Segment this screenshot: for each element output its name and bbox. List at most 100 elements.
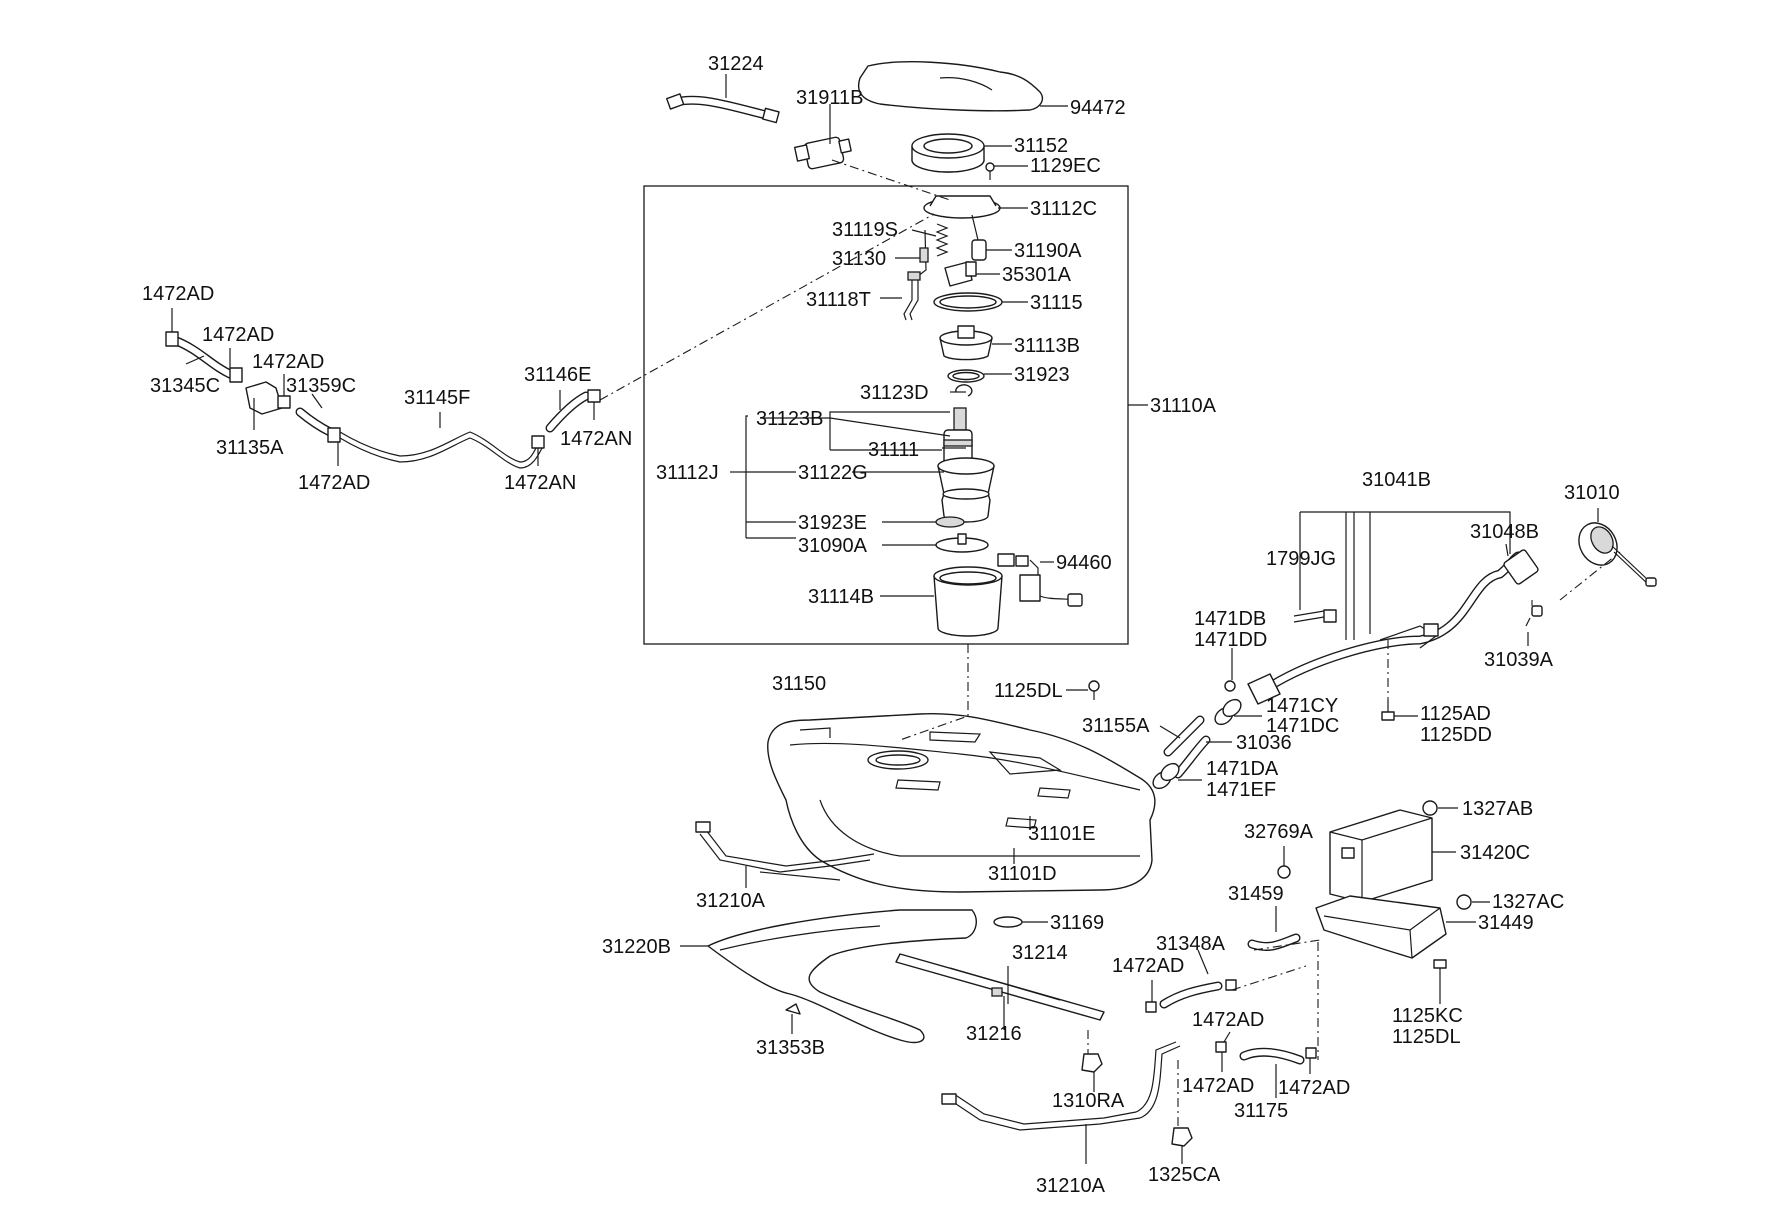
bolt-1125AD-drawing	[1381, 700, 1395, 721]
label-1125DD: 1125DD	[1420, 724, 1492, 746]
wire-31130-drawing	[917, 229, 929, 277]
label-31145F: 31145F	[404, 387, 470, 409]
label-1471DC: 1471DC	[1266, 715, 1339, 737]
label-1129EC: 1129EC	[1030, 155, 1101, 177]
label-31039A: 31039A	[1484, 649, 1554, 671]
leader-lines	[171, 74, 1599, 1164]
assembly-dash-lines	[599, 159, 1621, 1128]
label-31090A: 31090A	[798, 535, 868, 557]
label-31150: 31150	[772, 673, 826, 695]
label-31420C: 31420C	[1460, 842, 1530, 864]
strap-31210A-lower-drawing	[941, 1041, 1181, 1131]
fuel-line-31224-drawing	[666, 93, 780, 124]
fuel-tank-31150-drawing	[767, 712, 1156, 893]
flange-plate-31112C-drawing	[923, 195, 1001, 219]
label-31041B: 31041B	[1362, 469, 1431, 491]
label-1799JG: 1799JG	[1266, 548, 1336, 570]
label-35301A: 35301A	[1002, 264, 1072, 286]
sender-35301A-drawing	[944, 261, 977, 287]
bolt-1125KC-drawing	[1433, 959, 1447, 984]
label-1327AC: 1327AC	[1492, 891, 1564, 913]
label-1125AD: 1125AD	[1420, 703, 1491, 725]
bolt-31039A-drawing	[1525, 605, 1543, 627]
label-1471DA: 1471DA	[1206, 758, 1279, 780]
clamps-1471CY-1471DA-drawing	[1152, 680, 1242, 790]
bolt-1327AC-drawing	[1456, 894, 1472, 910]
nut-1310RA-drawing	[1081, 1053, 1103, 1073]
bolt-1125DL-drawing	[1088, 680, 1100, 700]
label-31449: 31449	[1478, 912, 1534, 934]
label-31459: 31459	[1228, 883, 1284, 905]
label-1325CA: 1325CA	[1148, 1164, 1221, 1186]
spacer-31216-drawing	[991, 987, 1003, 997]
label-1472AD-b: 1472AD	[202, 324, 274, 346]
label-1471CY: 1471CY	[1266, 695, 1338, 717]
reservoir-31114B-drawing	[933, 566, 1003, 637]
label-31112J: 31112J	[656, 462, 719, 484]
fuel-cap-31010-drawing	[1578, 522, 1657, 587]
clip-32769A-drawing	[1277, 865, 1291, 879]
label-31923E: 31923E	[798, 512, 867, 534]
label-31190A: 31190A	[1014, 240, 1082, 262]
label-1472AD-g: 1472AD	[1182, 1075, 1254, 1097]
label-31220B: 31220B	[602, 936, 671, 958]
bolt-1327AB-drawing	[1422, 800, 1438, 816]
label-1472AD-f: 1472AD	[1192, 1009, 1264, 1031]
label-31210A-a: 31210A	[696, 890, 766, 912]
heat-shield-31220B-drawing	[707, 909, 977, 1044]
label-31135A: 31135A	[216, 437, 284, 459]
label-31110A: 31110A	[1150, 395, 1217, 417]
hose-31036-drawing	[1173, 735, 1211, 779]
label-1472AN-b: 1472AN	[504, 472, 576, 494]
strap-31210A-upper-drawing	[695, 821, 875, 881]
hose-31175-drawing	[1215, 1041, 1317, 1065]
label-31114B: 31114B	[808, 586, 874, 608]
gasket-31169-drawing	[993, 916, 1023, 928]
label-31115: 31115	[1030, 292, 1083, 314]
hose-31155A-drawing	[1163, 715, 1205, 757]
label-31152: 31152	[1014, 135, 1068, 157]
canister-31420C-drawing	[1329, 809, 1433, 903]
label-31036: 31036	[1236, 732, 1292, 754]
cover-plate-94472-drawing	[857, 61, 1044, 112]
label-1471DD: 1471DD	[1194, 629, 1267, 651]
seal-31923E-drawing	[935, 516, 965, 528]
clip-31123D-drawing	[955, 384, 973, 397]
strainer-31090A-drawing	[935, 533, 989, 553]
label-31101D: 31101D	[988, 863, 1057, 885]
label-1472AD-c: 1472AD	[252, 351, 324, 373]
label-31118T: 31118T	[806, 289, 871, 311]
bracket-31118T-drawing	[903, 271, 921, 321]
label-94472: 94472	[1070, 97, 1126, 119]
cap-31113B-drawing	[939, 325, 993, 361]
label-1327AB: 1327AB	[1462, 798, 1533, 820]
ring-31923-drawing	[947, 369, 985, 383]
label-31345C: 31345C	[150, 375, 220, 397]
label-31119S: 31119S	[832, 219, 898, 241]
screw-1129EC-drawing	[985, 162, 995, 180]
label-31214: 31214	[1012, 942, 1068, 964]
label-31155A: 31155A	[1082, 715, 1150, 737]
label-31130: 31130	[832, 248, 886, 270]
label-31923: 31923	[1014, 364, 1070, 386]
hose-31459-drawing	[1247, 933, 1301, 951]
label-1471DB: 1471DB	[1194, 608, 1266, 630]
label-1472AD-d: 1472AD	[298, 472, 370, 494]
filler-neck-31041B-drawing	[1247, 549, 1539, 705]
label-31216: 31216	[966, 1023, 1022, 1045]
label-31359C: 31359C	[286, 375, 356, 397]
nut-1325CA-drawing	[1171, 1127, 1193, 1147]
left-fuel-lines-drawing	[165, 331, 601, 469]
label-31010: 31010	[1564, 482, 1620, 504]
label-1472AN-a: 1472AN	[560, 428, 632, 450]
label-94460: 94460	[1056, 552, 1112, 574]
label-31348A: 31348A	[1156, 933, 1226, 955]
label-31123B: 31123B	[756, 408, 823, 430]
gasket-31115-drawing	[933, 292, 1003, 312]
label-1125KC: 1125KC	[1392, 1005, 1463, 1027]
label-1310RA: 1310RA	[1052, 1090, 1125, 1112]
spring-31119S-drawing	[935, 223, 949, 257]
hose-clamp-1799JG-drawing	[1293, 609, 1337, 623]
